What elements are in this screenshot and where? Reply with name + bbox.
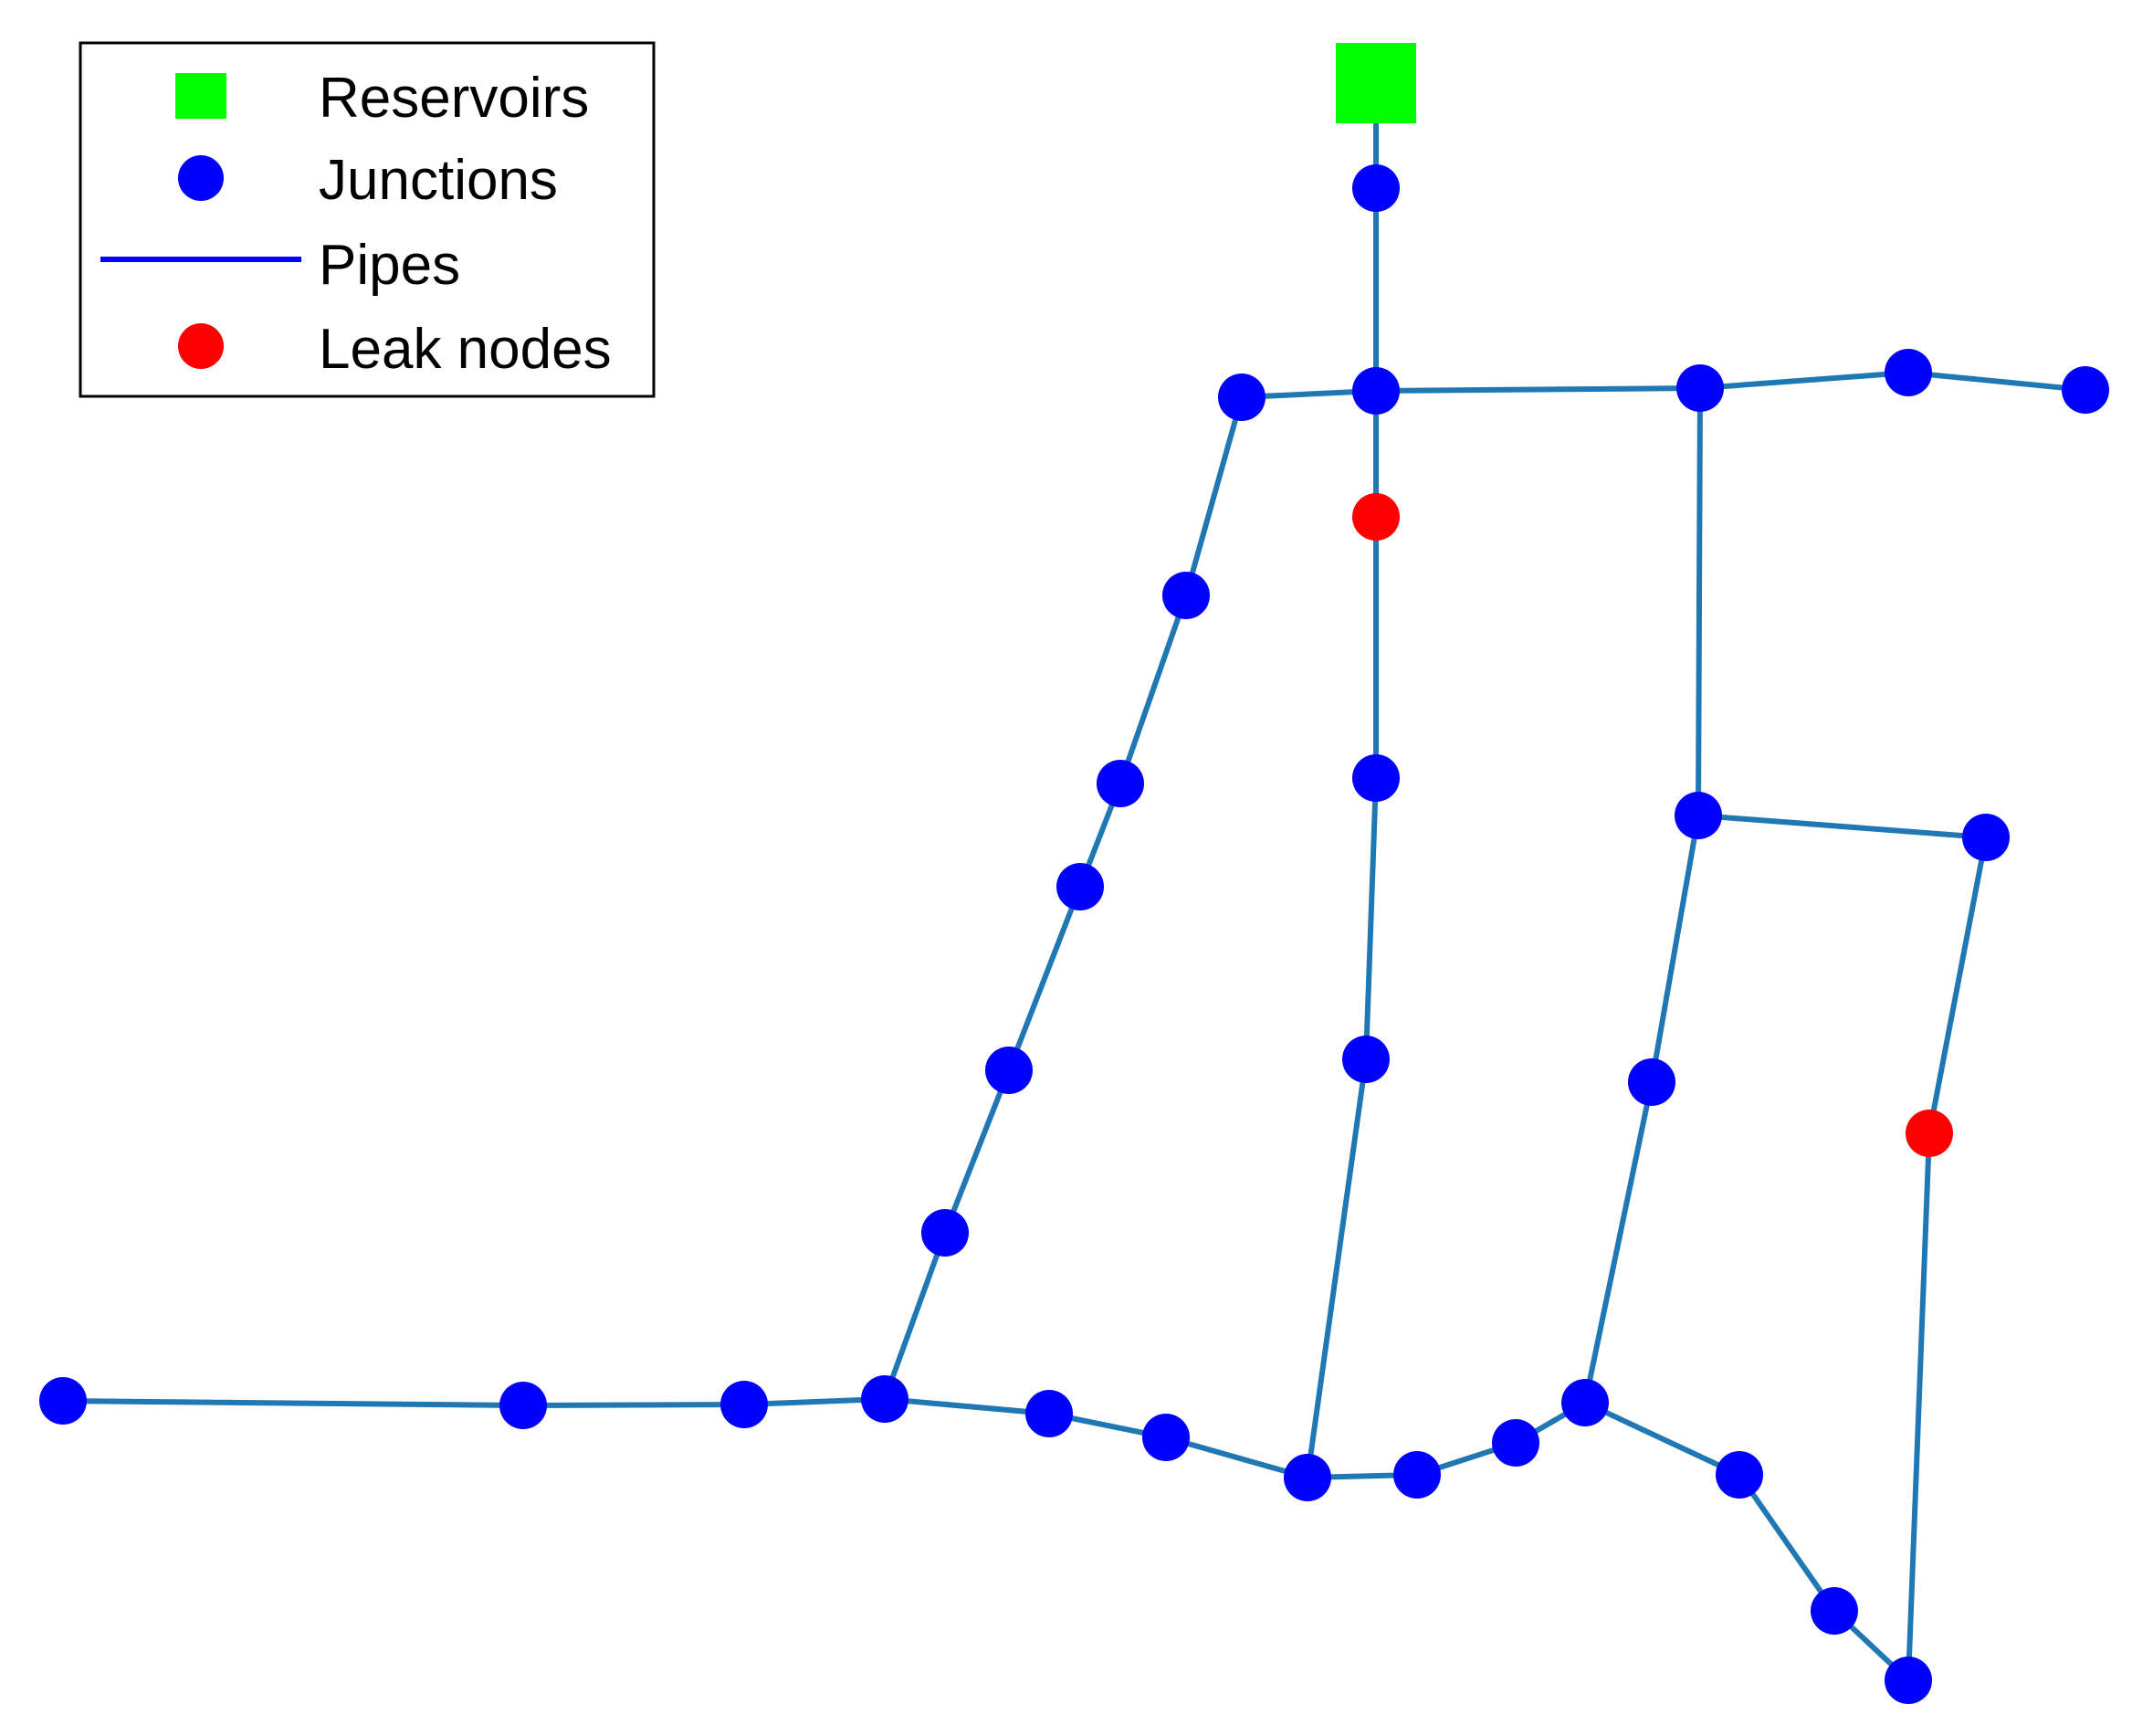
- pipe-J27-L2: [1927, 835, 1989, 1136]
- pipe-L2-J30: [1906, 1131, 1932, 1683]
- junction-node-J28: [1716, 1451, 1763, 1499]
- pipe-J8-J9: [1305, 1057, 1369, 1480]
- junction-node-J10: [1162, 572, 1210, 619]
- junction-node-J12: [1056, 863, 1104, 910]
- junction-node-J15: [861, 1375, 908, 1423]
- junction-node-J23: [1492, 1419, 1539, 1467]
- junction-node-J3: [1218, 374, 1266, 421]
- pipe-J12-J13: [1006, 884, 1083, 1073]
- junction-node-J5: [1885, 349, 1932, 396]
- junction-node-J22: [1393, 1451, 1441, 1499]
- junction-node-J13: [985, 1047, 1033, 1094]
- pipe-J25-J27: [1696, 813, 1989, 840]
- legend-leak-swatch: [178, 323, 224, 369]
- junction-node-J24: [1561, 1379, 1609, 1426]
- pipe-J3-J10: [1183, 395, 1245, 598]
- junction-node-J9: [1284, 1454, 1331, 1501]
- pipe-J14-J15: [882, 1230, 948, 1402]
- junction-node-J11: [1097, 760, 1144, 807]
- legend-reservoir-swatch: [175, 73, 226, 119]
- junction-node-J14: [921, 1209, 969, 1257]
- junction-node-J7: [1352, 754, 1400, 802]
- pipe-J10-J11: [1118, 593, 1189, 786]
- junction-node-J2: [1352, 367, 1400, 415]
- legend-label-reservoirs: Reservoirs: [319, 67, 589, 130]
- leak-node-L1: [1352, 493, 1400, 541]
- pipe-J26-J24: [1582, 1079, 1654, 1405]
- legend-label-pipes: Pipes: [319, 234, 460, 297]
- pipe-J4-J5: [1697, 370, 1911, 391]
- pipe-J18-J17: [60, 1398, 526, 1408]
- junction-node-J6: [2062, 366, 2109, 414]
- junction-node-J18: [39, 1377, 87, 1425]
- junction-node-J1: [1352, 164, 1400, 212]
- legend-junction-swatch: [178, 155, 224, 201]
- pipe-J5-J6: [1906, 370, 2088, 393]
- pipe-J2-J4: [1373, 385, 1703, 394]
- junction-node-J16: [720, 1381, 768, 1428]
- junction-node-J17: [499, 1382, 547, 1429]
- junction-node-J25: [1675, 792, 1722, 839]
- junction-node-J20: [1025, 1390, 1073, 1437]
- pipe-J4-J25: [1696, 385, 1703, 818]
- junction-node-J26: [1628, 1058, 1675, 1106]
- pipe-J28-J29: [1737, 1472, 1837, 1614]
- legend-label-junctions: Junctions: [319, 149, 558, 212]
- junction-node-J21: [1142, 1414, 1190, 1461]
- junction-node-J8: [1342, 1036, 1390, 1083]
- pipe-J15-J20: [882, 1396, 1052, 1416]
- pipe-J24-J28: [1582, 1400, 1742, 1478]
- pipe-J21-J9: [1163, 1435, 1310, 1480]
- pipe-J25-J26: [1649, 813, 1701, 1085]
- nodes-layer: [39, 43, 2109, 1704]
- pipe-J13-J14: [942, 1068, 1012, 1236]
- legend-label-leak-nodes: Leak nodes: [319, 318, 612, 381]
- junction-node-J30: [1885, 1657, 1932, 1704]
- junction-node-J27: [1962, 814, 2010, 861]
- leak-node-L2: [1906, 1110, 1953, 1157]
- pipe-J7-J8: [1363, 775, 1379, 1062]
- legend: Reservoirs Junctions Pipes Leak nodes: [79, 41, 656, 398]
- junction-node-J4: [1676, 364, 1724, 412]
- reservoir-node: [1336, 43, 1416, 123]
- junction-node-J29: [1811, 1587, 1858, 1635]
